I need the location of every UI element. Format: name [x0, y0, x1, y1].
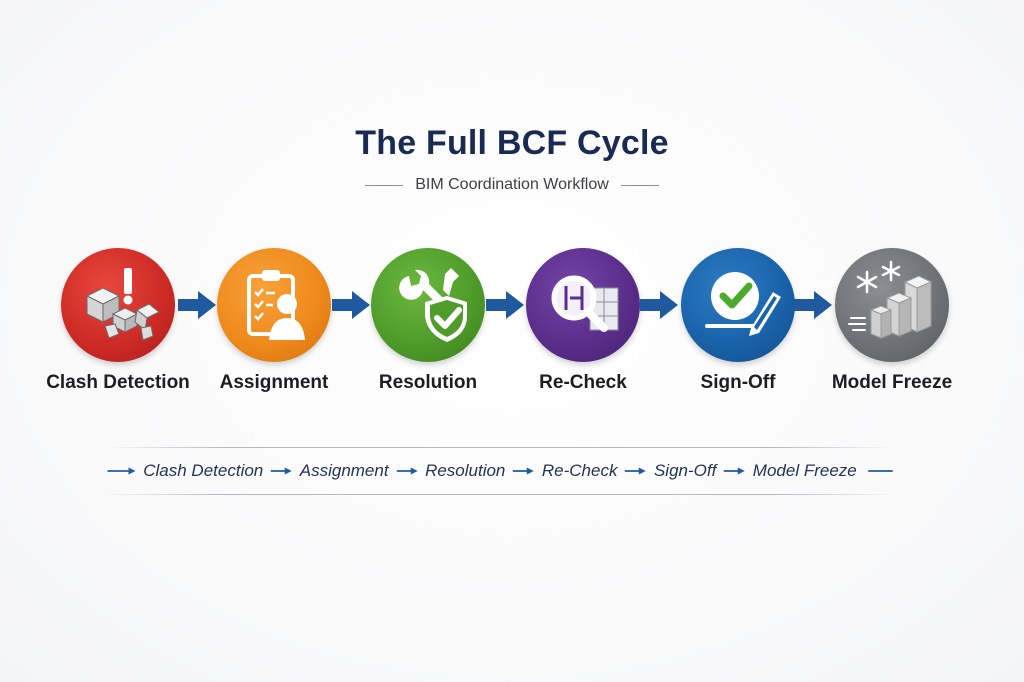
strip-row: Clash Detection Assignment Resolution Re… — [104, 457, 896, 485]
step-circle — [526, 248, 640, 362]
subtitle-rule-right — [620, 184, 659, 186]
strip-rule-bottom — [104, 494, 896, 495]
clash-blocks-icon — [85, 268, 160, 341]
strip-arrow-icon — [271, 467, 293, 475]
strip-item: Re-Check — [541, 461, 618, 480]
page-title: The Full BCF Cycle — [355, 124, 669, 162]
strip-arrow-icon — [107, 467, 136, 475]
strip-item: Resolution — [425, 461, 506, 480]
step-sign-off: Sign-Off — [658, 248, 818, 394]
check-pen-icon — [705, 272, 781, 336]
flow-arrow-icon — [332, 291, 370, 319]
strip-item: Sign-Off — [653, 461, 717, 480]
snowflake-buildings-icon — [848, 260, 933, 339]
strip-arrow-icon — [625, 467, 647, 475]
step-circle — [371, 248, 485, 362]
step-label: Assignment — [219, 372, 329, 393]
step-assignment: Assignment — [194, 248, 354, 394]
step-circle — [217, 248, 331, 362]
step-label: Sign-Off — [700, 372, 776, 393]
strip-item: Assignment — [299, 461, 389, 480]
flow-arrow-icon — [794, 291, 832, 319]
flow-arrow-icon — [178, 291, 216, 319]
strip-tail-line — [867, 470, 893, 472]
step-re-check: Re-Check — [503, 248, 663, 394]
step-label: Model Freeze — [831, 372, 953, 393]
strip-item: Clash Detection — [143, 461, 264, 480]
step-label: Resolution — [378, 372, 478, 393]
step-label: Re-Check — [539, 372, 627, 393]
flow-arrow-icon — [640, 291, 678, 319]
step-circle — [835, 248, 949, 362]
subtitle-row: BIM Coordination Workflow — [0, 176, 1024, 194]
strip-item: Model Freeze — [752, 461, 857, 480]
subtitle-rule-left — [365, 184, 404, 186]
step-model-freeze: Model Freeze — [812, 248, 972, 394]
step-clash-detection: Clash Detection — [38, 248, 198, 394]
step-label: Clash Detection — [46, 372, 190, 393]
clipboard-person-icon — [247, 270, 305, 340]
step-resolution: Resolution — [348, 248, 508, 394]
workflow-summary-strip: Clash Detection Assignment Resolution Re… — [104, 447, 896, 495]
step-circle — [681, 248, 795, 362]
strip-rule-top — [104, 447, 896, 448]
flow-arrow-icon — [486, 291, 524, 319]
strip-arrow-icon — [513, 467, 535, 475]
magnifier-grid-icon — [551, 275, 619, 332]
step-circle — [61, 248, 175, 362]
subtitle: BIM Coordination Workflow — [415, 176, 609, 193]
strip-arrow-icon — [396, 467, 418, 475]
strip-arrow-icon — [724, 467, 746, 475]
wrench-shield-check-icon — [399, 268, 467, 342]
